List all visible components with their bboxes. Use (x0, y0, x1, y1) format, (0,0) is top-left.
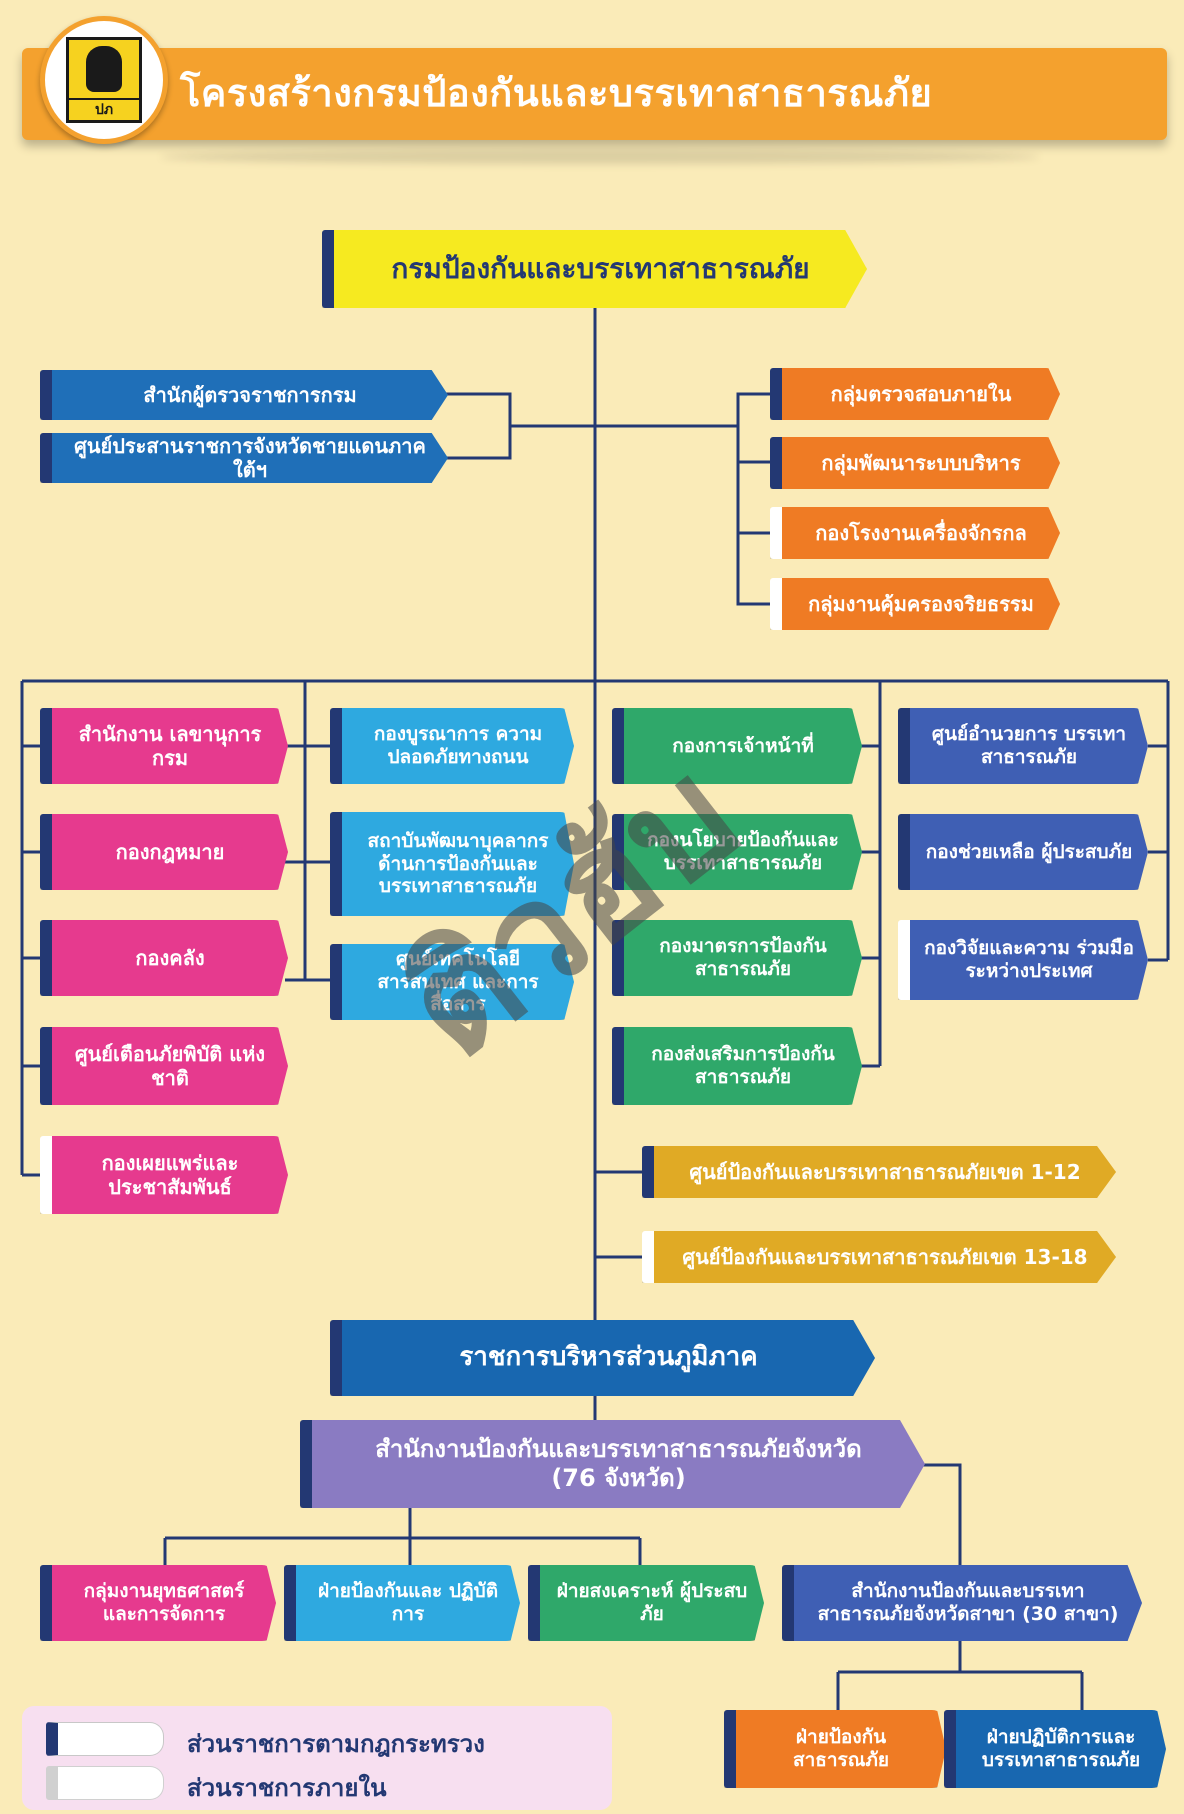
regional-admin-box: ราชการบริหารส่วนภูมิภาค (330, 1320, 875, 1396)
measures-division-label: กองมาตรการป้องกัน สาธารณภัย (659, 935, 827, 980)
branch-prevention-box: ฝ่ายป้องกัน สาธารณภัย (724, 1710, 946, 1788)
road-safety-label: กองบูรณาการ ความปลอดภัยทางถนน (373, 723, 543, 768)
research-cooperation-box: กองวิจัยและความ ร่วมมือระหว่างประเทศ (898, 920, 1148, 1000)
logo-text: ปภ (69, 98, 139, 120)
promotion-division-box: กองส่งเสริมการป้องกัน สาธารณภัย (612, 1027, 862, 1105)
zone-center-13-18-box: ศูนย์ป้องกันและบรรเทาสาธารณภัยเขต 13-18 (642, 1231, 1116, 1283)
legend-swatch-ministerial (46, 1722, 164, 1756)
personnel-division-label: กองการเจ้าหน้าที่ (672, 734, 814, 757)
disaster-warning-center-label: ศูนย์เตือนภัยพิบัติ แห่งชาติ (74, 1042, 266, 1090)
prevention-operations-label: ฝ่ายป้องกันและ ปฏิบัติการ (317, 1580, 499, 1625)
branch-operations-label: ฝ่ายปฏิบัติการและ บรรเทาสาธารณภัย (981, 1726, 1141, 1771)
it-center-label: ศูนย์เทคโนโลยีสารสนเทศ และการสื่อสาร (377, 947, 539, 1016)
provincial-office-text: สำนักงานป้องกันและบรรเทาสาธารณภัยจังหวัด… (363, 1435, 874, 1493)
personnel-division-box: กองการเจ้าหน้าที่ (612, 708, 862, 784)
legend-swatch-internal (46, 1766, 164, 1800)
personnel-institute-box: สถาบันพัฒนาบุคลากร ด้านการป้องกันและ บรร… (330, 812, 574, 916)
ethics-group-box: กลุ่มงานคุ้มครองจริยธรรม (770, 578, 1060, 630)
promotion-division-label: กองส่งเสริมการป้องกัน สาธารณภัย (651, 1043, 835, 1088)
regional-admin-label: ราชการบริหารส่วนภูมิภาค (459, 1342, 758, 1373)
finance-division-label: กองคลัง (135, 946, 205, 970)
victim-assistance-box: กองช่วยเหลือ ผู้ประสบภัย (898, 814, 1148, 890)
internal-audit-box: กลุ่มตรวจสอบภายใน (770, 368, 1060, 420)
hand-icon (86, 46, 122, 92)
disaster-warning-center-box: ศูนย์เตือนภัยพิบัติ แห่งชาติ (40, 1027, 288, 1105)
research-cooperation-label: กองวิจัยและความ ร่วมมือระหว่างประเทศ (924, 937, 1134, 982)
machinery-factory-box: กองโรงงานเครื่องจักรกล (770, 507, 1060, 559)
victim-relief-section-label: ฝ่ายสงเคราะห์ ผู้ประสบภัย (556, 1580, 748, 1625)
branch-operations-box: ฝ่ายปฏิบัติการและ บรรเทาสาธารณภัย (944, 1710, 1166, 1788)
inspector-office-label: สำนักผู้ตรวจราชการกรม (143, 383, 357, 407)
branch-office-box: สำนักงานป้องกันและบรรเทา สาธารณภัยจังหวั… (782, 1565, 1142, 1641)
legend-label-ministerial: ส่วนราชการตามกฎกระทรวง (187, 1730, 485, 1758)
southern-border-center-label: ศูนย์ประสานราชการจังหวัดชายแดนภาคใต้ฯ (74, 434, 426, 482)
legend: ส่วนราชการตามกฎกระทรวง ส่วนราชการภายใน (22, 1706, 612, 1810)
victim-assistance-label: กองช่วยเหลือ ผู้ประสบภัย (925, 840, 1133, 863)
zone-center-1-12-label: ศูนย์ป้องกันและบรรเทาสาธารณภัยเขต 1-12 (689, 1160, 1081, 1184)
provincial-office-box: สำนักงานป้องกันและบรรเทาสาธารณภัยจังหวัด… (300, 1420, 925, 1508)
header-shadow (160, 150, 1040, 164)
internal-audit-label: กลุ่มตรวจสอบภายใน (830, 382, 1012, 406)
branch-prevention-label: ฝ่ายป้องกัน สาธารณภัย (792, 1726, 890, 1771)
public-relations-label: กองเผยแพร่และ ประชาสัมพันธ์ (101, 1151, 239, 1199)
secretariat-label: สำนักงาน เลขานุการกรม (78, 722, 262, 770)
provincial-office-line1: สำนักงานป้องกันและบรรเทาสาธารณภัยจังหวัด (375, 1435, 862, 1464)
southern-border-center-box: ศูนย์ประสานราชการจังหวัดชายแดนภาคใต้ฯ (40, 433, 448, 483)
branch-office-label: สำนักงานป้องกันและบรรเทา สาธารณภัยจังหวั… (817, 1580, 1119, 1625)
admin-development-label: กลุ่มพัฒนาระบบบริหาร (821, 451, 1021, 475)
policy-division-box: กองนโยบายป้องกันและ บรรเทาสาธารณภัย (612, 814, 862, 890)
provincial-office-line2: (76 จังหวัด) (551, 1464, 686, 1492)
root-department-box: กรมป้องกันและบรรเทาสาธารณภัย (322, 230, 867, 308)
relief-command-center-label: ศูนย์อำนวยการ บรรเทาสาธารณภัย (931, 723, 1127, 768)
page-title: โครงสร้างกรมป้องกันและบรรเทาสาธารณภัย (180, 71, 933, 115)
victim-relief-section-box: ฝ่ายสงเคราะห์ ผู้ประสบภัย (528, 1565, 764, 1641)
ethics-group-label: กลุ่มงานคุ้มครองจริยธรรม (808, 592, 1034, 616)
it-center-box: ศูนย์เทคโนโลยีสารสนเทศ และการสื่อสาร (330, 944, 574, 1020)
legal-division-label: กองกฎหมาย (115, 840, 225, 864)
road-safety-box: กองบูรณาการ ความปลอดภัยทางถนน (330, 708, 574, 784)
header-banner (22, 48, 1167, 140)
personnel-institute-label: สถาบันพัฒนาบุคลากร ด้านการป้องกันและ บรร… (367, 829, 549, 898)
strategy-management-box: กลุ่มงานยุทธศาสตร์ และการจัดการ (40, 1565, 276, 1641)
department-logo: ปภ (40, 16, 168, 144)
inspector-office-box: สำนักผู้ตรวจราชการกรม (40, 370, 448, 420)
public-relations-box: กองเผยแพร่และ ประชาสัมพันธ์ (40, 1136, 288, 1214)
hand-emblem-icon: ปภ (66, 37, 142, 123)
measures-division-box: กองมาตรการป้องกัน สาธารณภัย (612, 920, 862, 996)
prevention-operations-box: ฝ่ายป้องกันและ ปฏิบัติการ (284, 1565, 520, 1641)
machinery-factory-label: กองโรงงานเครื่องจักรกล (815, 521, 1027, 545)
root-department-label: กรมป้องกันและบรรเทาสาธารณภัย (391, 252, 810, 286)
legal-division-box: กองกฎหมาย (40, 814, 288, 890)
zone-center-13-18-label: ศูนย์ป้องกันและบรรเทาสาธารณภัยเขต 13-18 (682, 1245, 1088, 1269)
secretariat-box: สำนักงาน เลขานุการกรม (40, 708, 288, 784)
admin-development-box: กลุ่มพัฒนาระบบบริหาร (770, 437, 1060, 489)
legend-label-internal: ส่วนราชการภายใน (187, 1774, 387, 1802)
zone-center-1-12-box: ศูนย์ป้องกันและบรรเทาสาธารณภัยเขต 1-12 (642, 1146, 1116, 1198)
strategy-management-label: กลุ่มงานยุทธศาสตร์ และการจัดการ (83, 1580, 245, 1625)
finance-division-box: กองคลัง (40, 920, 288, 996)
relief-command-center-box: ศูนย์อำนวยการ บรรเทาสาธารณภัย (898, 708, 1148, 784)
policy-division-label: กองนโยบายป้องกันและ บรรเทาสาธารณภัย (647, 829, 839, 874)
